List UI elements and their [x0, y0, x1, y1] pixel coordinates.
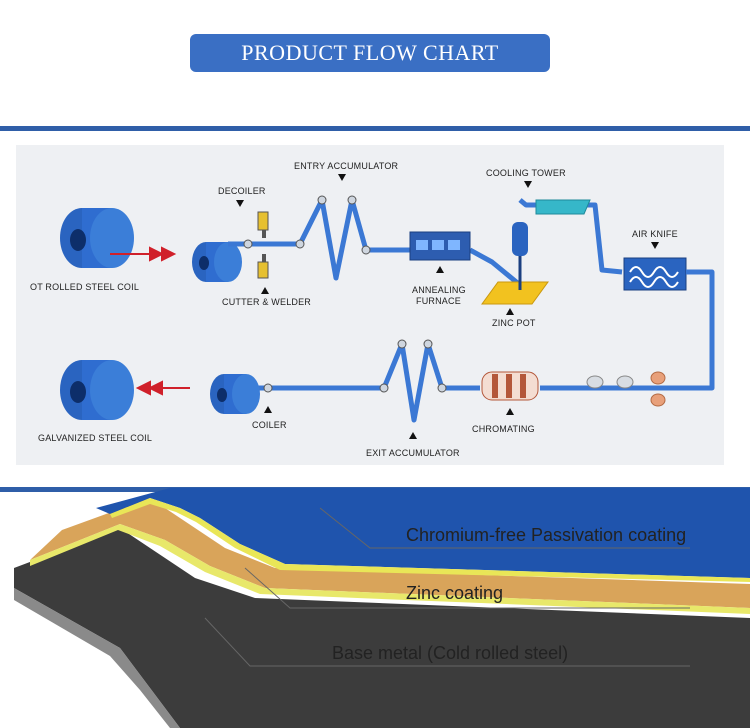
exit-accumulator-rollers — [263, 339, 447, 393]
galvanized-coil-icon — [60, 360, 134, 420]
entry-accumulator-rollers — [243, 195, 371, 255]
exit-accumulator-label: EXIT ACCUMULATOR — [366, 448, 460, 458]
zinc-coating-label: Zinc coating — [406, 583, 504, 603]
base-leader — [204, 617, 690, 667]
zinc-pot-label: ZINC POT — [492, 318, 536, 328]
passivation-layer — [96, 488, 750, 578]
air-knife-marker — [651, 242, 659, 249]
cutter-welder-icon — [257, 211, 269, 279]
decoiler-coil-icon — [192, 242, 242, 282]
zinc-pot-icon — [481, 222, 549, 305]
air-knife-label: AIR KNIFE — [632, 229, 678, 239]
chromating-marker — [506, 408, 514, 415]
zinc-layer — [30, 498, 750, 608]
annealing-label-2: FURNACE — [416, 296, 461, 306]
output-arrows-icon — [135, 380, 190, 396]
top-divider — [0, 126, 750, 131]
input-arrows-icon — [110, 246, 177, 262]
decoiler-label: DECOILER — [218, 186, 266, 196]
hot-rolled-coil-icon — [60, 208, 134, 268]
flow-diagram — [60, 195, 715, 423]
zinc-pot-marker — [506, 308, 514, 315]
chromating-label: CHROMATING — [472, 424, 535, 434]
cooling-tower-label: COOLING TOWER — [486, 168, 566, 178]
zinc-leader — [244, 567, 690, 609]
chromating-icon — [481, 371, 539, 401]
coating-layers-diagram — [14, 488, 750, 728]
annealing-label-1: ANNEALING — [412, 285, 466, 295]
coiler-icon — [210, 374, 260, 414]
decoiler-marker — [236, 200, 244, 207]
base-metal-layer — [14, 528, 750, 728]
coiler-marker — [264, 406, 272, 413]
cutter-welder-label: CUTTER & WELDER — [222, 297, 312, 307]
right-strip-path — [686, 269, 715, 391]
cooling-tower-icon — [535, 199, 591, 215]
passivation-label: Chromium-free Passivation coating — [406, 525, 687, 545]
flow-chart-panel — [16, 145, 724, 465]
hot-rolled-coil-label: OT ROLLED STEEL COIL — [30, 282, 140, 292]
base-metal-label: Base metal (Cold rolled steel) — [332, 643, 569, 663]
entry-accumulator-label: ENTRY ACCUMULATOR — [294, 161, 399, 171]
annealing-marker — [436, 266, 444, 273]
coiler-label: COILER — [252, 420, 287, 430]
annealing-furnace-icon — [409, 231, 471, 261]
page-title: PRODUCT FLOW CHART — [190, 34, 550, 72]
entry-accumulator-marker — [338, 174, 346, 181]
galvanized-coil-label: GALVANIZED STEEL COIL — [38, 433, 153, 443]
exit-accumulator-marker — [409, 432, 417, 439]
air-knife-icon — [623, 257, 687, 291]
cooling-tower-marker — [524, 181, 532, 188]
passivation-leader — [319, 507, 690, 549]
rollers-icon — [586, 371, 666, 407]
cutter-welder-marker — [261, 287, 269, 294]
